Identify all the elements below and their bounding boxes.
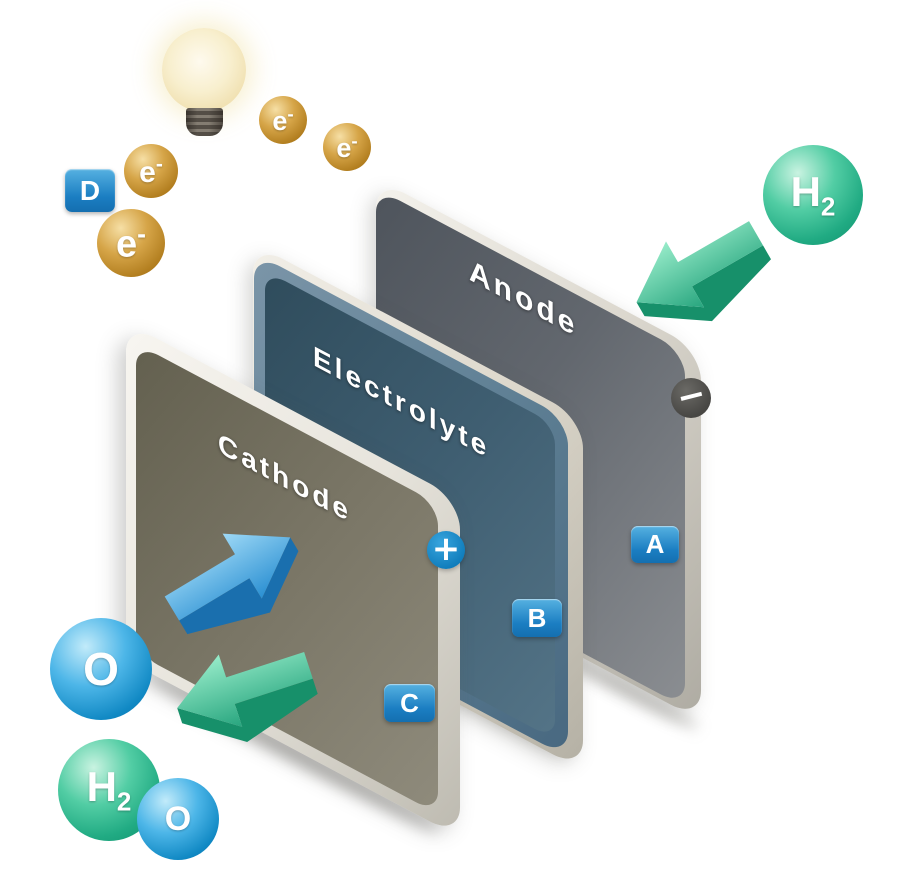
light-bulb-icon (162, 28, 252, 143)
bulb-glass (162, 28, 246, 112)
badge-c-letter: C (400, 687, 419, 718)
positive-terminal: + (427, 528, 465, 569)
minus-sign: − (672, 373, 710, 419)
hydrogen-molecule-inlet: H2 (763, 145, 863, 245)
water-outlet-arrow-icon (158, 622, 336, 778)
electron-symbol: e- (336, 130, 358, 163)
electron-symbol: e- (139, 152, 163, 189)
h2-symbol: H2 (790, 167, 836, 222)
badge-c: C (384, 684, 435, 722)
badge-b: B (512, 599, 562, 637)
bulb-screw-base (186, 108, 223, 136)
badge-a: A (631, 526, 679, 563)
electron-particle: e- (259, 96, 307, 144)
negative-terminal: − (671, 373, 711, 419)
o-symbol: O (83, 643, 119, 695)
water-o-molecule: O (137, 778, 219, 860)
electron-particle: e- (97, 209, 165, 277)
h2-symbol: H2 (86, 762, 132, 817)
badge-b-letter: B (527, 602, 547, 633)
electron-symbol: e- (272, 103, 294, 136)
electron-particle: e- (323, 123, 371, 171)
o-symbol: O (164, 799, 192, 838)
cathode-output-arrow-icon (144, 497, 332, 673)
badge-a-letter: A (645, 529, 665, 559)
hydrogen-inlet-arrow-icon (609, 192, 796, 367)
oxygen-molecule: O (50, 618, 152, 720)
electron-particle: e- (124, 144, 178, 198)
badge-d-letter: D (79, 174, 101, 206)
electron-symbol: e- (116, 219, 146, 266)
plus-sign: + (431, 528, 461, 569)
badge-d: D (65, 169, 115, 212)
